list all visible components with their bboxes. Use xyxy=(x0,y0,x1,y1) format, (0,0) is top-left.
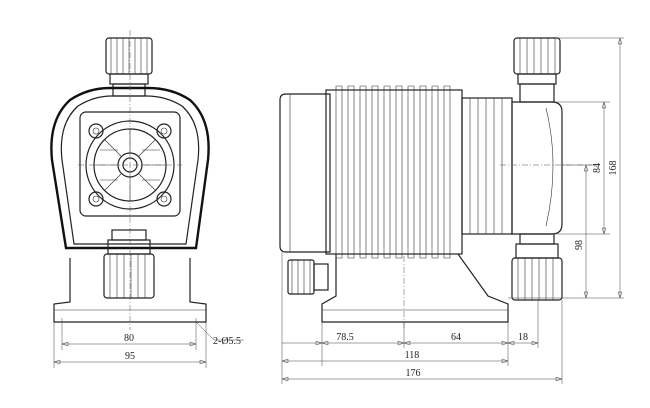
head-bolts xyxy=(88,123,172,207)
cable-gland xyxy=(287,259,329,295)
side-bottom-valve xyxy=(511,233,563,301)
dim-outlet-height: 98 xyxy=(574,240,585,250)
dim-overall-height: 168 xyxy=(608,161,619,176)
side-top-valve xyxy=(513,37,561,103)
dim-side-overall-length: 176 xyxy=(406,368,421,379)
side-dimensions: 78.5 64 18 118 176 84 98 168 xyxy=(281,37,624,384)
front-bottom-valve xyxy=(103,229,155,299)
motor-fins xyxy=(335,85,451,259)
side-view xyxy=(279,37,600,330)
front-view xyxy=(50,30,210,330)
dim-side-head-offset: 18 xyxy=(518,332,528,343)
dim-mount-holes: 2-Ø5.5 xyxy=(213,336,241,347)
dim-side-base-left: 78.5 xyxy=(336,332,354,343)
dim-front-overall-width: 95 xyxy=(125,351,135,362)
front-dimensions: 80 95 2-Ø5.5 xyxy=(53,318,244,368)
dim-front-base-width: 80 xyxy=(124,333,134,344)
front-top-valve xyxy=(105,37,153,97)
dim-side-base-total: 118 xyxy=(405,350,420,361)
dim-head-height: 84 xyxy=(592,163,603,173)
dim-side-base-right: 64 xyxy=(451,332,461,343)
